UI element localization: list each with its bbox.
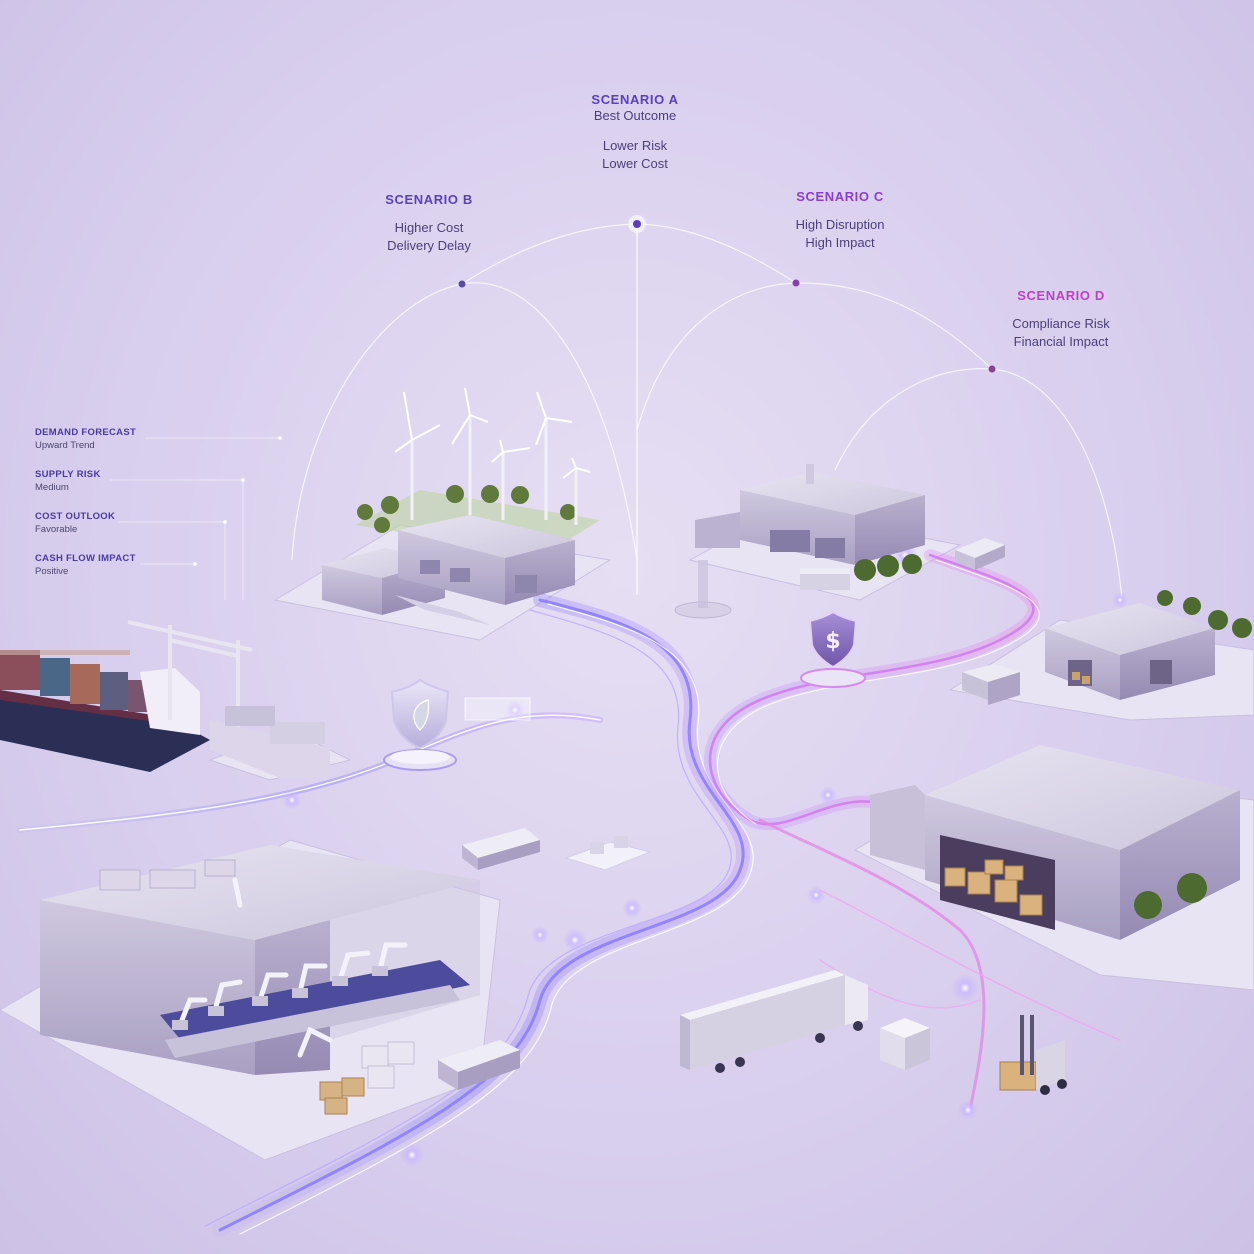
- port-trucks: [225, 706, 325, 744]
- metric-label: SUPPLY RISK: [35, 469, 101, 480]
- scenario-a-line1: Best Outcome: [593, 108, 677, 123]
- top-right-facility: [674, 464, 1005, 619]
- metric-cost-outlook: COST OUTLOOK Favorable: [35, 511, 255, 535]
- trees-bottom-right: [1134, 873, 1207, 919]
- robot-bases: [172, 966, 388, 1030]
- metric-label: COST OUTLOOK: [35, 511, 116, 522]
- scenario-b-title: SCENARIO B: [385, 192, 473, 207]
- scenario-a-title: SCENARIO A: [591, 92, 679, 107]
- arc-scenario-d: [834, 368, 1123, 601]
- scenario-d-line1: Compliance Risk: [1012, 316, 1110, 331]
- metric-value: Upward Trend: [35, 440, 95, 451]
- trees: [357, 485, 576, 533]
- semi-truck: [680, 970, 868, 1073]
- metric-value: Positive: [35, 566, 69, 577]
- port-crane: [127, 620, 253, 735]
- metric-label: DEMAND FORECAST: [35, 427, 137, 438]
- arc-scenario-c: [636, 282, 993, 431]
- metric-value: Medium: [35, 482, 69, 493]
- mid-cargo-pallet: [564, 836, 652, 871]
- shield-leaf-icon: [383, 678, 531, 771]
- scenario-c-title: SCENARIO C: [796, 189, 884, 204]
- metric-demand-forecast: DEMAND FORECAST Upward Trend: [35, 427, 255, 451]
- scenario-b-node: [458, 280, 466, 288]
- scenario-a-node: [633, 220, 641, 228]
- containers: [0, 650, 150, 712]
- scenario-c-line2: High Impact: [805, 235, 875, 250]
- robot-arms: [177, 877, 408, 1058]
- wind-turbines: [410, 415, 578, 525]
- scenario-c-label: SCENARIO C High Disruption High Impact: [730, 189, 950, 252]
- flow-paths: [17, 549, 1121, 1237]
- metric-supply-risk: SUPPLY RISK Medium: [35, 469, 255, 493]
- trees-right: [854, 554, 922, 581]
- cargo-port: [0, 620, 330, 778]
- scenario-b-label: SCENARIO B Higher Cost Delivery Delay: [319, 192, 539, 255]
- factory-boxes: [361, 1041, 415, 1089]
- right-warehouse: [962, 590, 1252, 705]
- metric-leader-lines: [110, 435, 282, 600]
- truck-top-right: [955, 538, 1005, 570]
- cargo-crates: [880, 1018, 930, 1070]
- warehouse-boxes: [944, 859, 1043, 916]
- shield-dollar-icon: $: [800, 610, 866, 688]
- mid-truck: [462, 828, 540, 870]
- scenario-c-line1: High Disruption: [795, 217, 885, 232]
- scenario-b-line1: Higher Cost: [394, 220, 464, 235]
- metric-value: Favorable: [35, 524, 78, 535]
- scenario-d-line2: Financial Impact: [1013, 334, 1109, 349]
- scenario-b-line2: Delivery Delay: [387, 238, 471, 253]
- metric-cash-flow-impact: CASH FLOW IMPACT Positive: [35, 553, 255, 577]
- forklift: [999, 1015, 1067, 1095]
- metric-label: CASH FLOW IMPACT: [35, 553, 136, 564]
- van-top-right: [800, 568, 850, 590]
- scenario-a-line2: Lower Risk: [602, 138, 668, 153]
- robotic-factory: [40, 845, 520, 1115]
- bottom-right-warehouse: [870, 745, 1240, 940]
- scenario-d-title: SCENARIO D: [1017, 288, 1105, 303]
- scenario-a-line3: Lower Cost: [602, 156, 668, 171]
- factory-truck: [438, 1040, 520, 1090]
- scenario-nodes: [458, 215, 996, 373]
- scenario-d-node: [988, 365, 996, 373]
- roof-machinery: [99, 859, 236, 891]
- trees-far-right: [1157, 590, 1252, 638]
- dollar-symbol: $: [825, 629, 840, 654]
- energy-factory: [322, 515, 575, 625]
- pallet-boxes: [319, 1077, 365, 1115]
- scenario-c-node: [792, 279, 800, 287]
- scenario-d-label: SCENARIO D Compliance Risk Financial Imp…: [951, 288, 1171, 351]
- scenario-a-label: SCENARIO A Best Outcome Lower Risk Lower…: [525, 92, 745, 173]
- truck-right: [962, 664, 1020, 705]
- turbine-blades: [394, 387, 591, 479]
